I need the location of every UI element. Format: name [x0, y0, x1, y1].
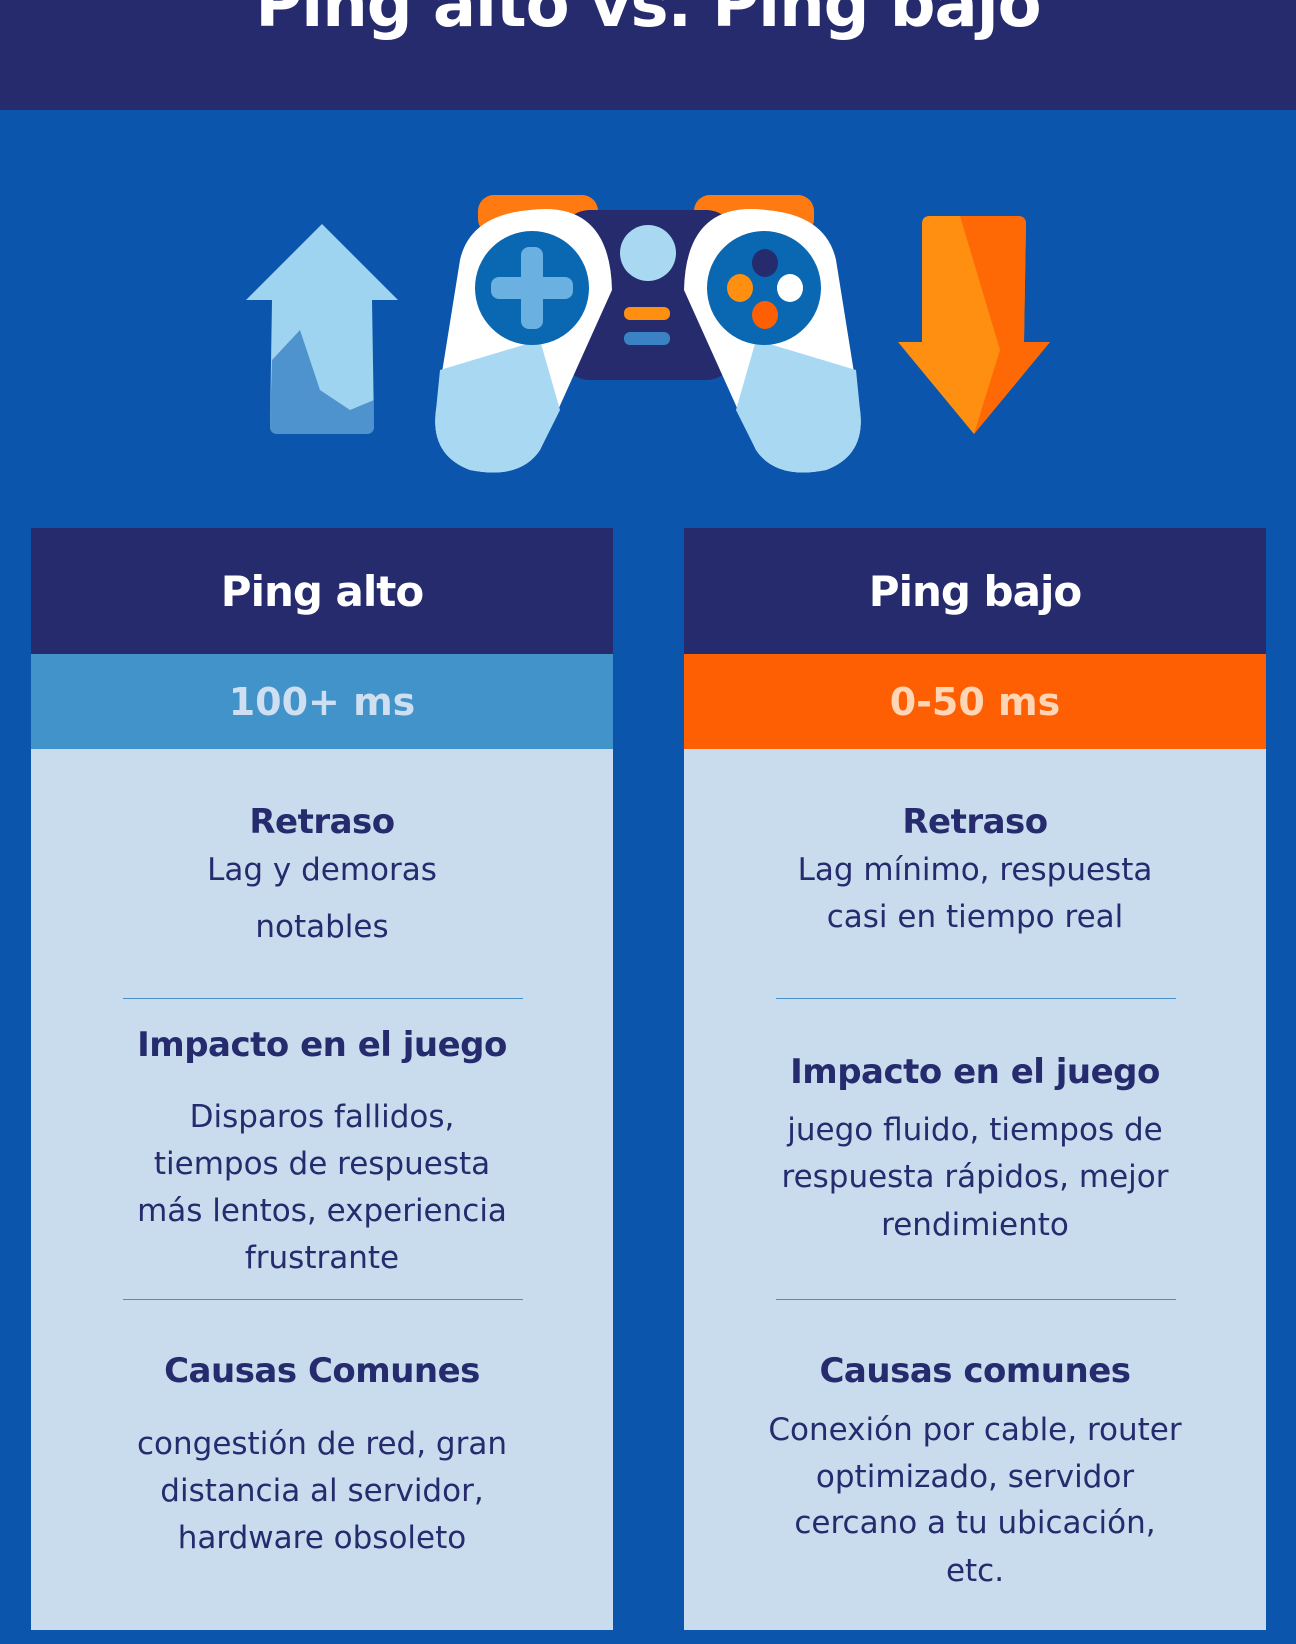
divider: [776, 998, 1176, 999]
delay-text: casi en tiempo real: [826, 899, 1124, 935]
causes-text: distancia al servidor,: [160, 1473, 484, 1509]
divider: [123, 1299, 523, 1300]
delay-text: notables: [255, 909, 389, 945]
causes-heading: Causas comunes: [819, 1351, 1131, 1391]
card-title: Ping bajo: [684, 528, 1266, 654]
illustration: [246, 195, 1050, 473]
impact-text: Disparos fallidos,: [189, 1099, 455, 1135]
causes-heading: Causas Comunes: [164, 1351, 480, 1391]
card-low-ping: Ping bajo 0-50 ms Retraso Lag mínimo, re…: [684, 528, 1266, 1630]
impact-text: frustrante: [244, 1240, 400, 1276]
divider: [123, 998, 523, 999]
impact-text: más lentos, experiencia: [137, 1193, 507, 1229]
impact-heading: Impacto en el juego: [790, 1052, 1160, 1092]
arrow-down-icon: [898, 216, 1050, 434]
causes-text: congestión de red, gran: [137, 1426, 507, 1462]
page-title: Ping alto vs. Ping bajo: [255, 0, 1041, 42]
arrow-up-icon: [246, 224, 398, 434]
causes-text: cercano a tu ubicación,: [794, 1505, 1156, 1541]
delay-text: Lag mínimo, respuesta: [797, 852, 1153, 888]
ping-range: 0-50 ms: [684, 654, 1266, 749]
delay-heading: Retraso: [249, 802, 395, 842]
impact-text: respuesta rápidos, mejor: [781, 1159, 1169, 1195]
ping-range: 100+ ms: [31, 654, 613, 749]
causes-text: hardware obsoleto: [177, 1520, 467, 1556]
impact-heading: Impacto en el juego: [137, 1025, 507, 1065]
header: Ping alto vs. Ping bajo: [0, 0, 1296, 110]
delay-text: Lag y demoras: [207, 852, 437, 888]
delay-heading: Retraso: [902, 802, 1048, 842]
divider: [776, 1299, 1176, 1300]
impact-text: tiempos de respuesta: [153, 1146, 491, 1182]
impact-text: rendimiento: [881, 1207, 1069, 1243]
causes-text: etc.: [945, 1553, 1005, 1589]
card-title: Ping alto: [31, 528, 613, 654]
card-high-ping: Ping alto 100+ ms Retraso Lag y demoras …: [31, 528, 613, 1630]
causes-text: optimizado, servidor: [815, 1459, 1135, 1495]
causes-text: Conexión por cable, router: [768, 1412, 1182, 1448]
gamepad-icon: [435, 195, 861, 473]
impact-text: juego fluido, tiempos de: [787, 1112, 1163, 1148]
